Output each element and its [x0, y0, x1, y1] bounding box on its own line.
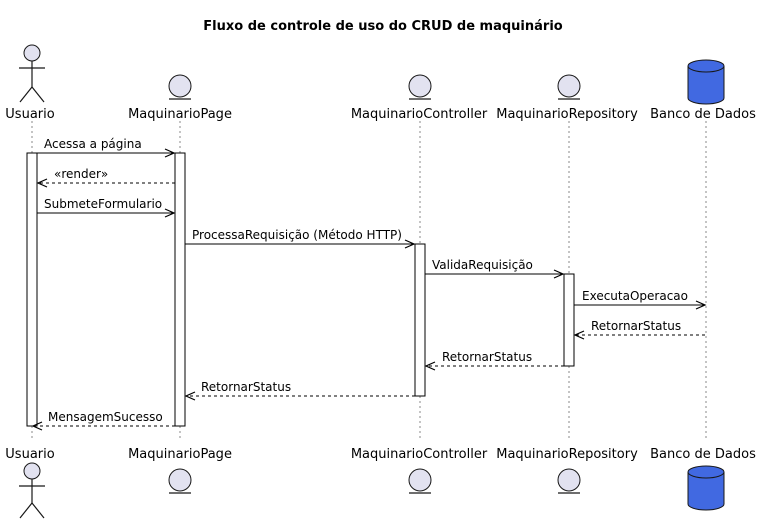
message-label: ValidaRequisição: [432, 258, 533, 272]
activation-usuario: [26, 152, 38, 427]
participant-heads-top: Usuario MaquinarioPage MaquinarioControl…: [5, 44, 756, 122]
entity-icon: [557, 74, 581, 100]
database-icon: [687, 465, 725, 511]
entity-icon: [408, 74, 432, 100]
message-2: «render»: [36, 167, 175, 188]
message-4: ProcessaRequisição (Método HTTP): [185, 228, 416, 249]
actor-icon: [19, 44, 45, 103]
message-label: MensagemSucesso: [48, 410, 163, 424]
activation-bars: [26, 152, 575, 427]
participant-label-db: Banco de Dados: [650, 107, 756, 122]
message-10: MensagemSucesso: [31, 410, 175, 431]
message-3: SubmeteFormulario: [37, 197, 176, 218]
participant-label-usuario: Usuario: [5, 107, 54, 122]
activation-controller: [414, 243, 426, 397]
message-label: SubmeteFormulario: [44, 197, 162, 211]
messages: Acessa a página «render» SubmeteFormular…: [31, 137, 707, 431]
message-label: RetornarStatus: [201, 380, 291, 394]
lifelines: [31, 121, 707, 441]
actor-icon: [19, 462, 45, 519]
message-9: RetornarStatus: [184, 380, 415, 401]
participant-label-controller: MaquinarioController: [351, 107, 488, 122]
message-label: RetornarStatus: [591, 319, 681, 333]
message-label: «render»: [54, 167, 108, 181]
message-label: ProcessaRequisição (Método HTTP): [192, 228, 402, 242]
message-label: RetornarStatus: [442, 350, 532, 364]
participant-label-page: MaquinarioPage: [128, 107, 232, 122]
message-8: RetornarStatus: [424, 350, 564, 371]
message-label: Acessa a página: [44, 137, 142, 151]
participant-label-db: Banco de Dados: [650, 447, 756, 462]
message-1: Acessa a página: [37, 137, 176, 158]
participant-heads-bottom: Usuario MaquinarioPage MaquinarioControl…: [5, 447, 756, 519]
database-icon: [687, 59, 725, 105]
entity-icon: [408, 468, 432, 494]
participant-label-usuario: Usuario: [5, 447, 54, 462]
message-6: ExecutaOperacao: [574, 289, 707, 310]
entity-icon: [168, 468, 192, 494]
activation-repository: [563, 273, 575, 367]
message-7: RetornarStatus: [573, 319, 705, 340]
message-5: ValidaRequisição: [425, 258, 565, 279]
participant-label-repository: MaquinarioRepository: [496, 447, 638, 462]
participant-label-controller: MaquinarioController: [351, 447, 488, 462]
entity-icon: [168, 74, 192, 100]
entity-icon: [557, 468, 581, 494]
message-label: ExecutaOperacao: [582, 289, 688, 303]
activation-page: [174, 152, 186, 427]
participant-label-page: MaquinarioPage: [128, 447, 232, 462]
participant-label-repository: MaquinarioRepository: [496, 107, 638, 122]
diagram-title: Fluxo de controle de uso do CRUD de maqu…: [203, 19, 562, 34]
